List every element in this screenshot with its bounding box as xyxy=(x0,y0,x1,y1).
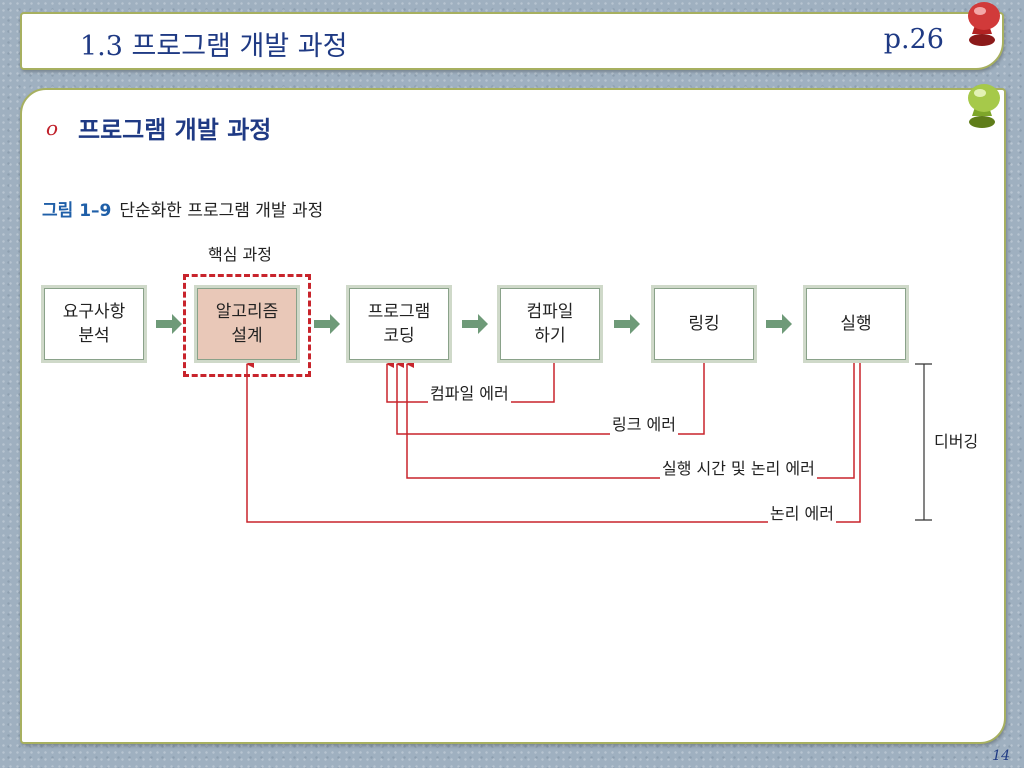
core-process-frame xyxy=(183,274,311,377)
arrow-1 xyxy=(156,314,182,334)
step-program-coding: 프로그램 코딩 xyxy=(346,285,452,363)
step-label-line1: 링킹 xyxy=(688,314,720,334)
arrow-5 xyxy=(766,314,792,334)
step-requirements-analysis: 요구사항 분석 xyxy=(41,285,147,363)
section-heading: 프로그램 개발 과정 xyxy=(78,116,272,144)
debug-bracket xyxy=(915,363,932,521)
step-algorithm-design: 알고리즘 설계 xyxy=(194,285,300,363)
debugging-label: 디버깅 xyxy=(934,432,979,451)
content-panel xyxy=(20,88,1006,744)
step-label-line2: 코딩 xyxy=(383,326,415,346)
logic-error-label: 논리 에러 xyxy=(768,500,836,524)
step-execution: 실행 xyxy=(803,285,909,363)
figure-caption: 그림 1–9 단순화한 프로그램 개발 과정 xyxy=(42,196,323,221)
arrow-2 xyxy=(314,314,340,334)
step-label-line1: 실행 xyxy=(840,314,872,334)
page-number: 14 xyxy=(992,748,1010,764)
compile-error-label: 컴파일 에러 xyxy=(428,380,511,404)
step-label-line2: 설계 xyxy=(231,326,263,346)
green-pushpin-icon xyxy=(968,84,1000,128)
page-reference: p.26 xyxy=(883,24,944,55)
step-label-line1: 컴파일 xyxy=(526,302,574,322)
step-linking: 링킹 xyxy=(651,285,757,363)
step-label-line1: 프로그램 xyxy=(367,302,431,322)
runtime-error-label: 실행 시간 및 논리 에러 xyxy=(660,455,817,479)
figure-number: 그림 1–9 xyxy=(42,201,112,221)
step-label-line2: 분석 xyxy=(78,326,110,346)
slide-title: 1.3 프로그램 개발 과정 xyxy=(80,31,348,62)
red-pushpin-icon xyxy=(968,2,1000,46)
step-compile: 컴파일 하기 xyxy=(497,285,603,363)
link-error-label: 링크 에러 xyxy=(610,411,678,435)
step-label-line1: 요구사항 xyxy=(62,302,126,322)
step-label-line2: 하기 xyxy=(534,326,566,346)
runtime-error-line xyxy=(406,360,855,479)
green-arrows xyxy=(156,314,792,334)
logic-error-line xyxy=(246,360,861,523)
title-bar: 1.3 프로그램 개발 과정 p.26 xyxy=(20,12,1004,70)
step-label-line1: 알고리즘 xyxy=(215,302,279,322)
link-error-line xyxy=(396,360,705,435)
arrow-3 xyxy=(462,314,488,334)
figure-caption-text: 단순화한 프로그램 개발 과정 xyxy=(119,201,324,221)
core-process-label: 핵심 과정 xyxy=(208,245,272,264)
arrow-4 xyxy=(614,314,640,334)
bullet-marker: o xyxy=(46,116,59,140)
